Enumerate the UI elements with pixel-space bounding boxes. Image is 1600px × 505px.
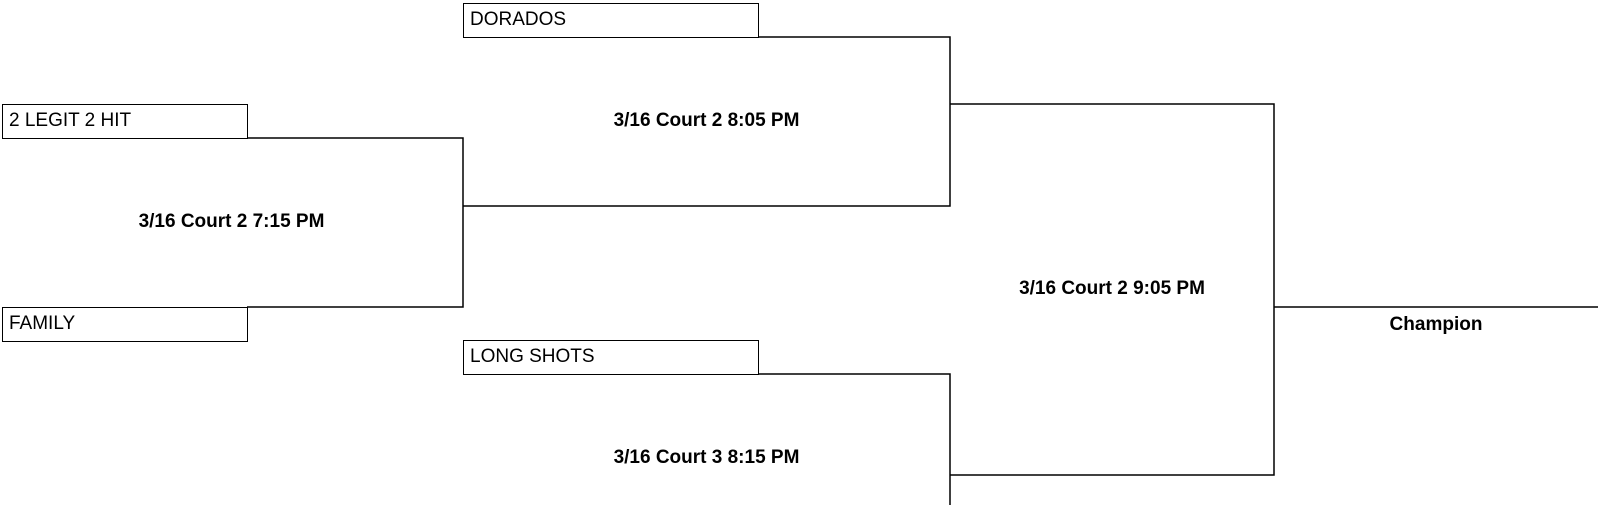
bracket-line-round1 xyxy=(247,137,464,308)
bracket-line-semifinal-top xyxy=(463,36,951,207)
game-label-round1: 3/16 Court 2 7:15 PM xyxy=(138,211,325,232)
team-slot-long-shots: LONG SHOTS xyxy=(463,340,759,375)
bracket-line-final xyxy=(950,103,1275,476)
team-slot-dorados: DORADOS xyxy=(463,3,759,38)
champion-label: Champion xyxy=(1389,314,1483,335)
game-label-final: 3/16 Court 2 9:05 PM xyxy=(1019,278,1205,299)
team-slot-family: FAMILY xyxy=(2,307,248,342)
game-label-semifinal-top: 3/16 Court 2 8:05 PM xyxy=(613,110,800,131)
team-slot-2-legit-2-hit: 2 LEGIT 2 HIT xyxy=(2,104,248,139)
bracket-line-semifinal-bottom xyxy=(758,373,951,505)
game-label-semifinal-bottom: 3/16 Court 3 8:15 PM xyxy=(613,447,800,468)
